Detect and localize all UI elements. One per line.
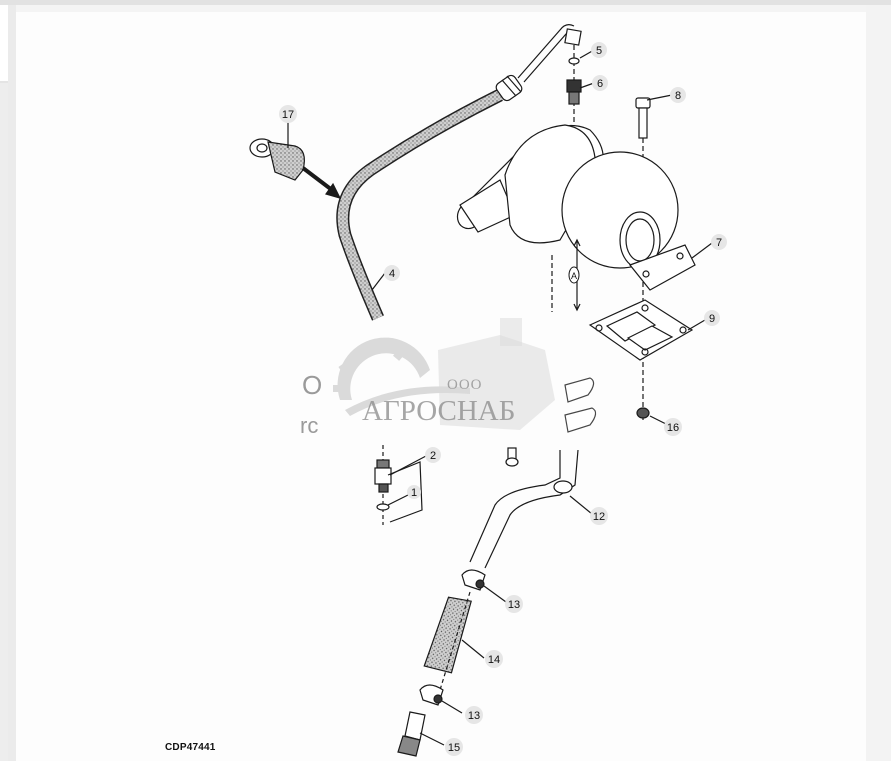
left-side-panel [0,5,8,83]
watermark-logo [333,318,555,430]
svg-text:4: 4 [389,268,395,280]
right-scroll-gutter[interactable] [866,5,891,761]
callout-4[interactable]: 4 [384,265,400,281]
callout-14[interactable]: 14 [485,650,503,668]
svg-text:13: 13 [468,710,480,722]
watermark-fragment-bottom: rc [300,413,319,438]
svg-text:16: 16 [667,422,679,434]
callout-2[interactable]: 2 [425,447,441,463]
callout-7[interactable]: 7 [711,234,727,250]
svg-text:1: 1 [411,487,417,499]
callout-13-lower[interactable]: 13 [465,706,483,724]
watermark-brand: АГРОСНАБ [362,395,516,427]
svg-text:15: 15 [448,742,460,754]
callout-12[interactable]: 12 [590,507,608,525]
svg-text:13: 13 [508,599,520,611]
callout-13-upper[interactable]: 13 [505,595,523,613]
callout-8[interactable]: 8 [670,87,686,103]
callout-1[interactable]: 1 [407,485,421,499]
callout-9[interactable]: 9 [704,310,720,326]
svg-text:6: 6 [597,78,603,90]
svg-text:17: 17 [282,109,294,121]
svg-text:7: 7 [716,237,722,249]
callout-15[interactable]: 15 [445,738,463,756]
callouts: 5 6 8 7 9 16 17 4 2 1 12 13 14 13 15 [279,42,727,756]
page-header-strip [16,5,866,12]
callout-16[interactable]: 16 [664,418,682,436]
watermark-fragment-top: O [302,370,323,400]
svg-text:8: 8 [675,90,681,102]
svg-text:9: 9 [709,313,715,325]
dimension-marker-a: A [568,266,580,284]
dimension-label: A [571,271,577,281]
svg-text:5: 5 [596,45,602,57]
window-top-strip [0,0,891,5]
callout-5[interactable]: 5 [591,42,607,58]
left-gutter [8,5,16,761]
watermark-prefix: ООО [447,377,483,393]
callout-6[interactable]: 6 [592,75,608,91]
svg-text:2: 2 [430,450,436,462]
figure-id: CDP47441 [165,742,216,753]
svg-text:14: 14 [488,654,500,666]
svg-text:12: 12 [593,511,605,523]
callout-17[interactable]: 17 [279,105,297,123]
